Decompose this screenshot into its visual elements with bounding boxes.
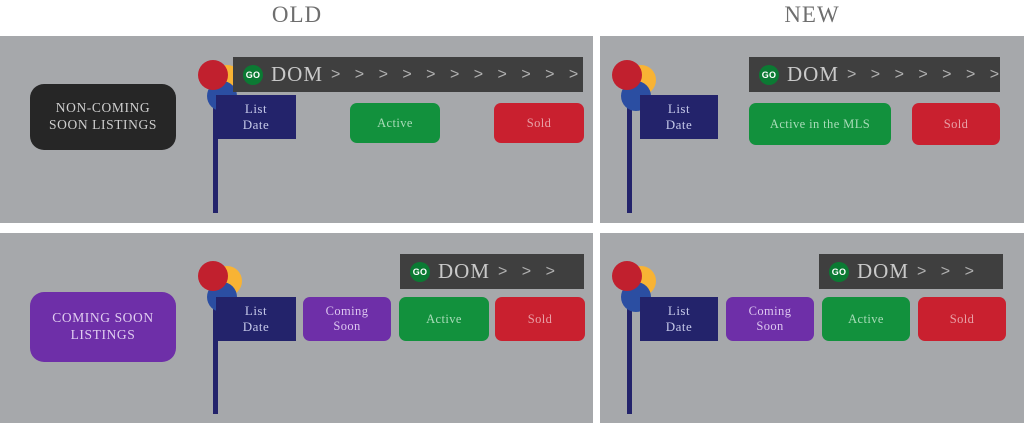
- chevron-right-icon-group: > > > > > > >: [847, 65, 1005, 83]
- status-badge-active: Active: [822, 297, 910, 341]
- dom-label: DOM: [857, 259, 910, 283]
- status-badge-sold: Sold: [494, 103, 584, 143]
- chevron-right-icon-group: > > >: [917, 262, 979, 280]
- dom-bar: GO DOM > > >: [400, 254, 584, 289]
- dom-bar: GO DOM > > > > > > > > > > >: [233, 57, 583, 92]
- go-badge-icon: GO: [829, 261, 849, 282]
- column-header-new: NEW: [784, 2, 840, 27]
- status-badge-active-in-mls: Active in the MLS: [749, 103, 891, 145]
- dom-label: DOM: [271, 62, 324, 86]
- status-badge-sold: Sold: [912, 103, 1000, 145]
- status-badge-active: Active: [399, 297, 489, 341]
- chevron-right-icon-group: > > > > > > > > > > >: [331, 65, 584, 83]
- column-header-old: OLD: [271, 2, 323, 27]
- go-badge-icon: GO: [759, 64, 779, 85]
- go-badge-icon: GO: [243, 64, 263, 85]
- status-badge-sold: Sold: [495, 297, 585, 341]
- chevron-right-icon-group: > > >: [498, 262, 560, 280]
- dom-label: DOM: [787, 62, 840, 86]
- dom-bar: GO DOM > > >: [819, 254, 1003, 289]
- dom-bar: GO DOM > > > > > > >: [749, 57, 1000, 92]
- status-badge-active: Active: [350, 103, 440, 143]
- status-badge-sold: Sold: [918, 297, 1006, 341]
- go-badge-icon: GO: [410, 261, 430, 282]
- dom-label: DOM: [438, 259, 491, 283]
